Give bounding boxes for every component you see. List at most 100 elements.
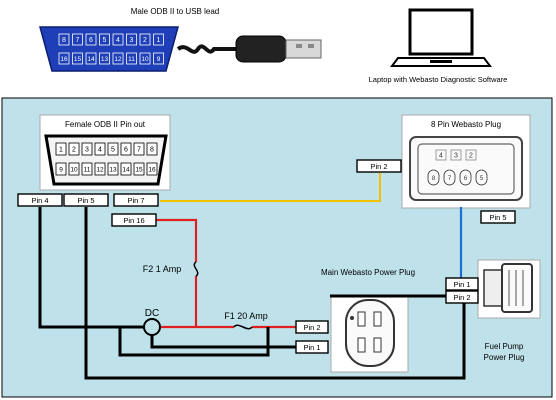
- connector-pin: [139, 52, 151, 65]
- connector-pin: [55, 142, 67, 156]
- pin-box-obd-5: Pin 5: [63, 193, 109, 207]
- connector-pin-label: 7: [76, 37, 80, 44]
- svg-text:Pin 2: Pin 2: [453, 293, 470, 302]
- connector-pin-label: 2: [469, 153, 473, 160]
- laptop-caption: Laptop with Webasto Diagnostic Software: [369, 75, 508, 84]
- connector-pin: [55, 162, 67, 176]
- main-power-plug: [330, 295, 409, 373]
- connector-pin-label: 7: [448, 176, 452, 182]
- connector-pin: [112, 52, 124, 65]
- svg-text:Pin 2: Pin 2: [370, 162, 387, 171]
- connector-pin: [133, 162, 145, 176]
- connector-pin: [68, 162, 80, 176]
- svg-text:Pin 1: Pin 1: [453, 280, 470, 289]
- connector-pin: [72, 33, 83, 46]
- connector-pin: [58, 33, 70, 46]
- connector-pin-label: 2: [143, 37, 147, 44]
- connector-pin: [94, 142, 106, 156]
- connector-pin: [72, 52, 83, 65]
- connector-pin: [99, 33, 110, 46]
- pin-box-fuel-2: Pin 2: [445, 290, 479, 304]
- connector-pin: [450, 149, 462, 161]
- svg-text:Pin 4: Pin 4: [31, 196, 48, 205]
- connector-pin-label: 11: [84, 167, 91, 174]
- fuse-f1-label: F1 20 Amp: [224, 311, 268, 321]
- connector-pin-label: 12: [96, 167, 104, 174]
- usb-cable: [176, 35, 322, 63]
- svg-text:Pin 7: Pin 7: [127, 196, 144, 205]
- webasto-plug-caption: 8 Pin Webasto Plug: [431, 120, 501, 129]
- black-wire-pin4: [38, 207, 144, 329]
- connector-pin-label: 1: [157, 37, 161, 44]
- pin-box-main-1: Pin 1: [295, 340, 329, 354]
- main-power-caption: Main Webasto Power Plug: [321, 268, 415, 277]
- connector-pin-label: 8: [62, 37, 66, 44]
- connector-pin-label: 15: [74, 56, 82, 63]
- connector-pin: [94, 162, 106, 176]
- connector-pin-label: 3: [130, 37, 134, 44]
- connector-pin: [126, 52, 137, 65]
- dc-source-icon: [143, 318, 161, 336]
- connector-pin-label: 4: [98, 147, 102, 154]
- usb-lead-caption: Male ODB II to USB lead: [131, 7, 219, 16]
- fuel-pump-caption-2: Power Plug: [484, 353, 525, 362]
- connector-pin-label: 8: [150, 147, 154, 154]
- connector-pin-label: 15: [135, 167, 143, 174]
- connector-pin: [475, 169, 488, 186]
- pin-box-webasto-2: Pin 2: [356, 159, 402, 173]
- connector-pin-label: 3: [85, 147, 89, 154]
- connector-pin-label: 10: [70, 167, 78, 174]
- fuse-f2-icon: [193, 261, 199, 277]
- fuse-f2-label: F2 1 Amp: [143, 264, 182, 274]
- connector-pin: [146, 162, 158, 176]
- connector-pin: [85, 52, 97, 65]
- fuse-f1-icon: [233, 324, 253, 330]
- connector-pin-label: 5: [480, 176, 484, 182]
- connector-pin: [120, 142, 132, 156]
- connector-pin-label: 5: [103, 37, 107, 44]
- connector-pin: [133, 142, 145, 156]
- connector-pin: [435, 149, 447, 161]
- svg-text:Pin 5: Pin 5: [489, 213, 506, 222]
- svg-text:Pin 2: Pin 2: [303, 323, 320, 332]
- connector-pin: [153, 33, 164, 46]
- connector-pin-label: 14: [87, 56, 95, 63]
- connector-pin-label: 9: [157, 56, 161, 63]
- fuel-pump-caption-1: Fuel Pump: [485, 342, 524, 351]
- connector-pin-label: 14: [122, 167, 130, 174]
- connector-pin: [427, 169, 440, 186]
- dc-label: DC: [145, 308, 159, 319]
- svg-text:Pin 16: Pin 16: [123, 216, 144, 225]
- laptop-icon: [390, 8, 492, 67]
- connector-pin: [85, 33, 97, 46]
- connector-pin: [58, 52, 70, 65]
- connector-pin-label: 11: [128, 56, 135, 63]
- connector-pin: [465, 149, 477, 161]
- connector-pin-label: 16: [60, 56, 68, 63]
- connector-pin-label: 5: [111, 147, 115, 154]
- connector-pin-label: 7: [137, 147, 141, 154]
- fuel-pump-plug: [477, 259, 541, 319]
- connector-pin: [126, 33, 137, 46]
- connector-pin-label: 3: [454, 153, 458, 160]
- connector-pin: [107, 142, 119, 156]
- connector-pin-label: 16: [148, 167, 156, 174]
- connector-pin-label: 6: [89, 37, 93, 44]
- connector-pin-label: 4: [439, 153, 443, 160]
- connector-pin: [139, 33, 151, 46]
- yellow-wire: [160, 166, 381, 202]
- connector-pin-label: 4: [116, 37, 120, 44]
- connector-pin: [81, 142, 93, 156]
- connector-pin: [443, 169, 456, 186]
- connector-pin-label: 2: [72, 147, 76, 154]
- pin-box-obd-7: Pin 7: [113, 193, 159, 207]
- black-wire-link: [118, 327, 270, 357]
- connector-pin-label: 6: [124, 147, 128, 154]
- connector-pin: [153, 52, 164, 65]
- pin-box-webasto-5: Pin 5: [480, 210, 516, 224]
- connector-pin-label: 6: [464, 176, 468, 182]
- connector-pin-label: 10: [141, 56, 149, 63]
